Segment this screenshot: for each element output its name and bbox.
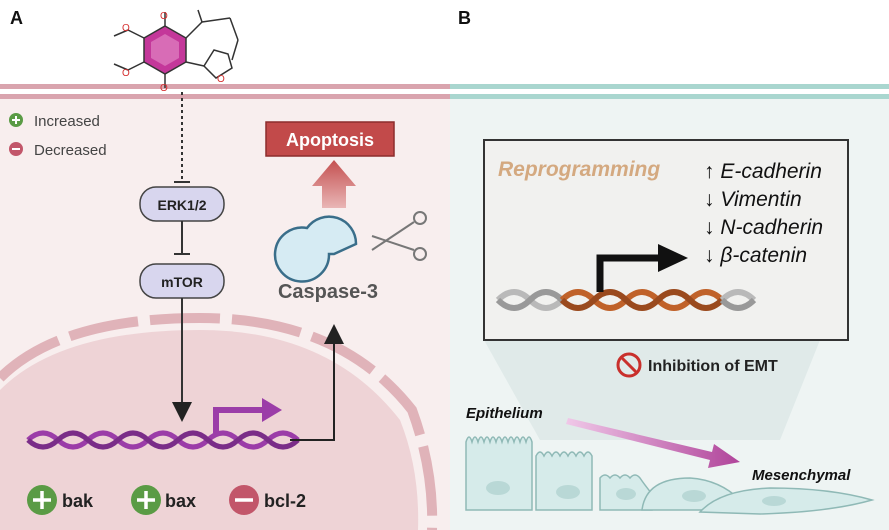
mtor-label: mTOR [161, 274, 203, 290]
marker-n-cadherin: ↓ N-cadherin [704, 216, 823, 239]
compound-structure-icon [113, 9, 239, 88]
oxygen-methoxy-bottom-icon: O [122, 68, 130, 79]
transcription-arrow [213, 407, 262, 436]
no-entry-slash [619, 355, 639, 375]
reprogramming-dna [495, 289, 757, 311]
epithelium-label: Epithelium [466, 405, 543, 422]
gene-bcl2: bcl-2 [264, 491, 306, 511]
zoom-cone [484, 340, 820, 440]
apoptosis-arrow [312, 160, 356, 208]
oxygen-methoxy-top-icon: O [122, 23, 130, 34]
cell-nuclei [486, 481, 786, 506]
scissors-icon [371, 211, 427, 261]
panel-b-label: B [458, 8, 471, 28]
legend-decreased: Decreased [34, 142, 107, 159]
membrane-b-inner [450, 94, 889, 99]
reprogramming-label: Reprogramming [498, 158, 660, 181]
caspase-label: Caspase-3 [278, 281, 378, 303]
apoptosis-box [265, 121, 395, 157]
apoptosis-label: Apoptosis [286, 130, 374, 150]
oxygen-furan-icon: O [217, 74, 225, 85]
no-entry-icon [616, 352, 642, 378]
legend-plus-icon [12, 116, 20, 124]
oxygen-top-icon: O [160, 11, 168, 22]
membrane-b-outer [450, 84, 889, 89]
marker-vimentin: ↓ Vimentin [704, 188, 802, 211]
nuclear-envelope [0, 312, 438, 530]
dna-caspase-arrow [290, 324, 344, 441]
gene-bax: bax [165, 491, 196, 511]
legend-increased: Increased [34, 113, 100, 130]
membrane-a-inner [0, 94, 450, 99]
marker-beta-catenin: ↓ β-catenin [704, 244, 807, 267]
mesenchymal-label: Mesenchymal [752, 467, 851, 484]
transcription-arrowhead-icon [262, 398, 282, 422]
nuclear-dna [26, 430, 300, 450]
gene-bak: bak [62, 491, 94, 511]
marker-e-cadherin: ↑ E-cadherin [704, 160, 822, 183]
erk-label: ERK1/2 [157, 197, 206, 213]
promoter-arrowhead-icon [658, 244, 688, 272]
caspase-pacman-icon [273, 215, 358, 283]
panel-a-label: A [10, 8, 23, 28]
bak-plus-icon [33, 491, 51, 509]
inhibition-label: Inhibition of EMT [648, 358, 778, 375]
membrane-a-outer [0, 84, 450, 89]
nucleus [0, 330, 419, 530]
oxygen-bottom-icon: O [160, 83, 168, 94]
bax-plus-icon [137, 491, 155, 509]
emt-arrow [566, 418, 740, 468]
promoter-arrow [596, 254, 660, 292]
